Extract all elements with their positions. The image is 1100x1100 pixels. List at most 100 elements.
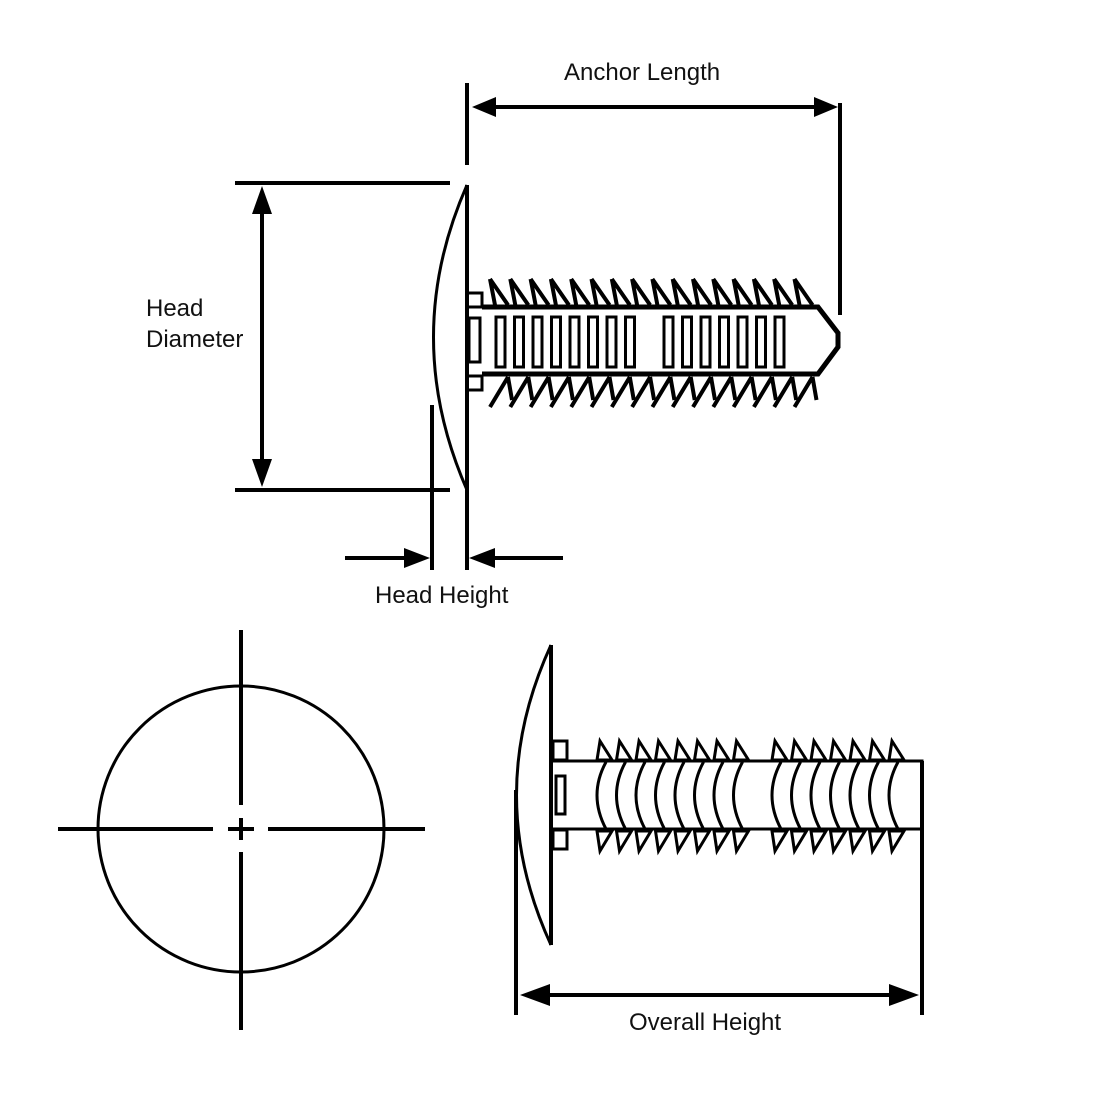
anchor-tooth-top <box>569 277 591 307</box>
anchor-tooth-top <box>731 277 754 307</box>
anchor-tooth-bottom <box>528 375 555 409</box>
anchor-tooth-top <box>792 277 815 307</box>
anchor-tooth-top <box>691 277 713 307</box>
thread-tooth-top <box>634 736 654 762</box>
anchor-slot <box>681 315 693 369</box>
anchor-tooth-bottom <box>569 375 596 409</box>
anchor-slot <box>736 315 749 369</box>
anchor-slot <box>662 315 675 369</box>
thread-tooth-top <box>867 736 888 762</box>
thread-arc <box>887 761 900 830</box>
anchor-tooth-bottom <box>610 375 636 409</box>
screw-head-dome <box>515 644 553 946</box>
thread-tooth-bottom <box>692 829 713 856</box>
anchor-slot <box>699 315 712 369</box>
thread-tooth-top <box>731 736 752 762</box>
anchor-slot <box>494 315 507 369</box>
anchor-tooth-bottom <box>670 375 697 409</box>
anchor-tooth-bottom <box>650 375 677 409</box>
thread-arc <box>848 761 861 830</box>
anchor-tooth-top <box>508 277 530 307</box>
thread-arc <box>829 761 841 830</box>
anchor-tooth-top <box>488 277 510 307</box>
thread-arc <box>790 761 802 830</box>
thread-tooth-top <box>653 736 674 762</box>
thread-tooth-top <box>809 736 829 762</box>
anchor-tooth-bottom <box>508 375 535 409</box>
thread-tooth-top <box>887 736 907 762</box>
anchor-slot <box>568 315 581 369</box>
anchor-tooth-top <box>589 277 612 307</box>
anchor-tooth-top <box>670 277 693 307</box>
anchor-tooth-top <box>609 277 632 307</box>
thread-tooth-bottom <box>712 829 732 856</box>
anchor-flange-top <box>465 291 484 309</box>
thread-tooth-bottom <box>731 829 752 856</box>
head-diameter-label-line1: Head <box>146 295 204 322</box>
thread-tooth-bottom <box>867 829 888 856</box>
anchor-tooth-top <box>650 277 673 307</box>
head-height-label: Head Height <box>375 582 509 609</box>
anchor-slot <box>605 315 618 369</box>
thread-tooth-bottom <box>848 829 868 856</box>
anchor-shank <box>482 304 841 377</box>
screw-flange-bottom <box>551 828 569 851</box>
thread-arc <box>693 761 705 830</box>
anchor-tooth-bottom <box>630 375 657 409</box>
thread-tooth-bottom <box>828 829 849 856</box>
thread-tooth-bottom <box>887 829 907 856</box>
anchor-flange-mid <box>467 316 482 364</box>
thread-arc <box>595 761 608 830</box>
screw-flange-mid <box>554 774 567 816</box>
anchor-tooth-bottom <box>589 375 616 409</box>
anchor-tooth-bottom <box>752 375 778 409</box>
thread-tooth-top <box>848 736 868 762</box>
anchor-slot <box>773 315 786 369</box>
anchor-tooth-bottom <box>549 375 575 409</box>
thread-arc <box>732 761 744 830</box>
thread-tooth-top <box>828 736 849 762</box>
anchor-teeth <box>488 277 819 409</box>
thread-tooth-top <box>595 736 615 762</box>
thread-arc <box>868 761 880 830</box>
anchor-head-dome <box>432 184 469 491</box>
thread-tooth-bottom <box>809 829 829 856</box>
thread-arc <box>615 761 627 830</box>
anchor-tooth-bottom <box>792 375 819 409</box>
anchor-tooth-top <box>528 277 551 307</box>
anchor-slot <box>531 315 544 369</box>
thread-arc <box>634 761 647 830</box>
thread-arc <box>809 761 822 830</box>
thread-tooth-bottom <box>595 829 615 856</box>
thread-tooth-top <box>692 736 713 762</box>
head-diameter-label-line2: Diameter <box>146 326 244 353</box>
anchor-slot <box>550 315 562 369</box>
thread-tooth-bottom <box>653 829 674 856</box>
thread-tooth-top <box>789 736 810 762</box>
thread-tooth-top <box>770 736 790 762</box>
thread-arc <box>712 761 725 830</box>
anchor-tooth-top <box>772 277 794 307</box>
thread-tooth-bottom <box>789 829 810 856</box>
anchor-tooth-bottom <box>711 375 738 409</box>
thread-arc <box>770 761 783 830</box>
anchor-tooth-top <box>548 277 571 307</box>
thread-arc <box>673 761 686 830</box>
thread-tooth-bottom <box>634 829 654 856</box>
thread-tooth-top <box>614 736 635 762</box>
head-height-arrowheads <box>404 548 495 568</box>
anchor-slot <box>755 315 767 369</box>
anchor-flange-bottom <box>465 374 484 392</box>
anchor-slot <box>718 315 730 369</box>
anchor-tooth-top <box>711 277 733 307</box>
overall-height-label: Overall Height <box>629 1009 782 1036</box>
anchor-slot <box>624 315 636 369</box>
anchor-tooth-bottom <box>488 375 514 409</box>
anchor-tooth-top <box>630 277 652 307</box>
anchor-tooth-bottom <box>691 375 717 409</box>
thread-tooth-bottom <box>673 829 693 856</box>
anchor-slot <box>513 315 525 369</box>
anchor-tooth-top <box>751 277 774 307</box>
